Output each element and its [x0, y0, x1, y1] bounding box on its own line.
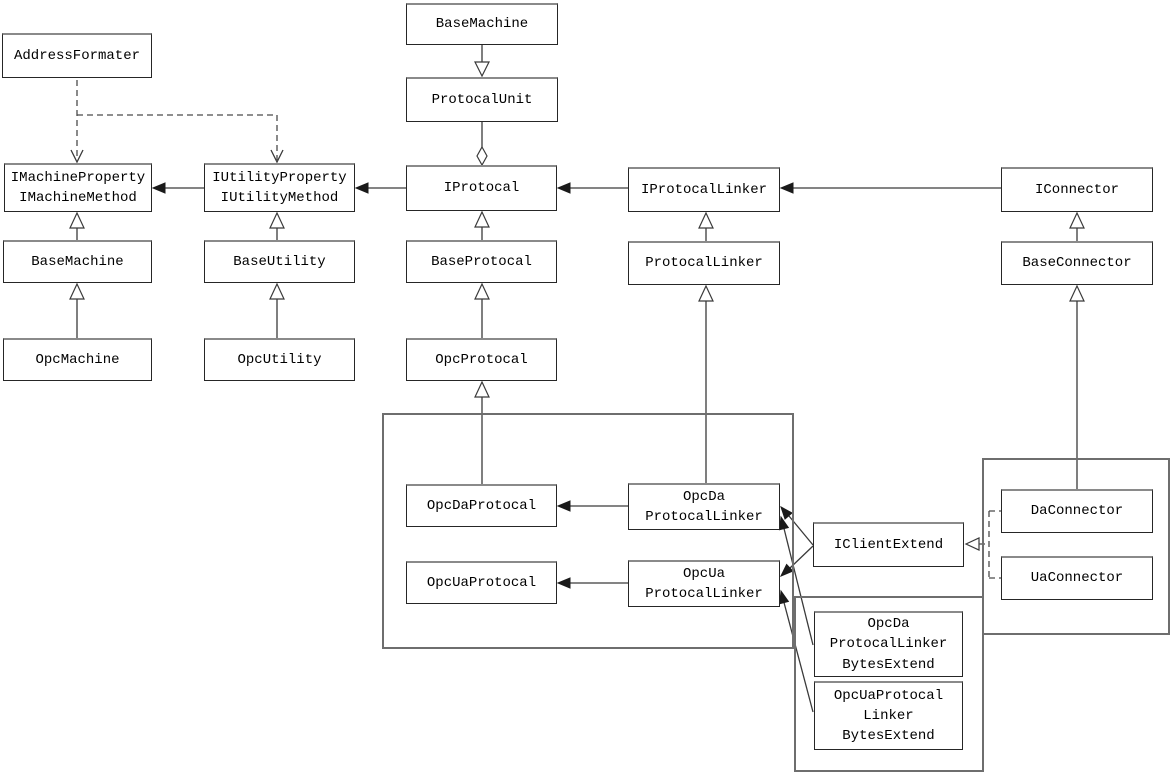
edge-baseprotocal-iprotocal	[474, 210, 490, 240]
class-opc-utility: OpcUtility	[204, 338, 355, 381]
edge-protocallinker-iprotocallinker	[698, 211, 714, 241]
interface-iprotocal-linker: IProtocalLinker	[628, 167, 780, 212]
edge-connectors-iclientextend	[964, 510, 1001, 579]
edge-addressformater-iutility	[77, 114, 284, 164]
class-base-utility: BaseUtility	[204, 240, 355, 283]
interface-iprotocal: IProtocal	[406, 165, 557, 211]
class-opc-ua-protocal-linker: OpcUa ProtocalLinker	[628, 560, 780, 607]
edge-opcdaprotocallinker-protocallinker	[698, 284, 714, 483]
class-da-connector: DaConnector	[1001, 489, 1153, 533]
class-base-protocal: BaseProtocal	[406, 240, 557, 283]
class-ua-connector: UaConnector	[1001, 556, 1153, 600]
edge-opcutility-baseutility	[269, 282, 285, 338]
class-opc-ua-protocal-linker-bytes-extend: OpcUaProtocal Linker BytesExtend	[814, 681, 963, 750]
class-protocal-unit: ProtocalUnit	[406, 77, 558, 122]
class-protocal-linker: ProtocalLinker	[628, 241, 780, 285]
edge-addressformater-imachine	[70, 80, 84, 164]
interface-iconnector: IConnector	[1001, 167, 1153, 212]
class-base-machine-top: BaseMachine	[406, 3, 558, 45]
opc-protocal-group-container	[382, 413, 794, 649]
edge-dabytesextend-opcdalinker	[778, 515, 814, 646]
edge-basemachine-imachine	[69, 211, 85, 240]
edge-opcprotocal-baseprotocal	[474, 282, 490, 338]
bytes-extend-group-container	[794, 596, 984, 772]
edge-daconnector-baseconnector	[1069, 284, 1085, 489]
edge-protocalunit-iprotocal	[476, 122, 488, 167]
class-address-formater: AddressFormater	[2, 33, 152, 78]
class-opc-da-protocal-linker: OpcDa ProtocalLinker	[628, 483, 780, 530]
edge-baseconnector-iconnector	[1069, 211, 1085, 241]
edge-opcualinker-opcuaprotocal	[556, 577, 628, 589]
interface-imachine-property-method: IMachineProperty IMachineMethod	[4, 163, 152, 212]
class-opc-ua-protocal: OpcUaProtocal	[406, 561, 557, 604]
edge-basemachine-protocalunit	[474, 45, 490, 78]
edge-opcdaprotocal-opcprotocal	[474, 380, 490, 484]
edge-iutility-imachine	[151, 182, 204, 194]
interface-iclient-extend: IClientExtend	[813, 522, 964, 567]
edge-iprotocallinker-iprotocal	[556, 182, 628, 194]
class-opc-da-protocal: OpcDaProtocal	[406, 484, 557, 527]
connector-group-container	[982, 458, 1170, 635]
interface-iutility-property-method: IUtilityProperty IUtilityMethod	[204, 163, 355, 212]
class-opc-protocal: OpcProtocal	[406, 338, 557, 381]
class-base-connector: BaseConnector	[1001, 241, 1153, 285]
edge-uabytesextend-opcualinker	[779, 589, 814, 713]
edge-opcmachine-basemachine	[69, 282, 85, 338]
class-opc-machine: OpcMachine	[3, 338, 152, 381]
edge-opcdalinker-opcdaprotocal	[556, 500, 628, 512]
edge-baseutility-iutility	[269, 211, 285, 240]
class-opc-da-protocal-linker-bytes-extend: OpcDa ProtocalLinker BytesExtend	[814, 611, 963, 677]
edge-iconnector-iprotocallinker	[779, 182, 1001, 194]
edge-iprotocal-iutility	[354, 182, 406, 194]
class-base-machine: BaseMachine	[3, 240, 152, 283]
